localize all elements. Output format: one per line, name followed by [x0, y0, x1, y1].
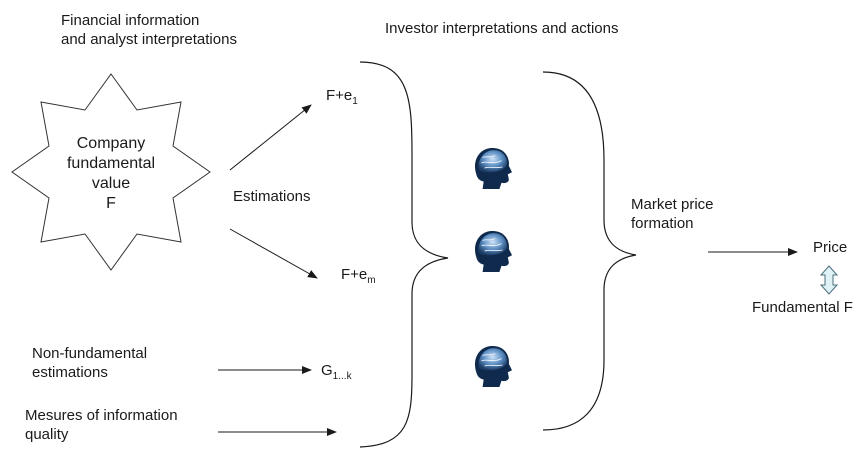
first-estimate-label: F+e1 [326, 86, 358, 107]
company-value-line: fundamental [66, 155, 156, 172]
last-estimate-label: F+em [341, 265, 376, 286]
estimate-subscript: m [367, 275, 376, 286]
right-header: Investor interpretations and actions [385, 20, 619, 37]
g-symbol-base: G [321, 362, 333, 379]
price-fundamental-double-arrow [819, 265, 839, 295]
market-price-label: Market price formation [631, 195, 714, 233]
left-header-line: Financial information [61, 12, 200, 29]
company-value-line: F [106, 195, 116, 212]
company-value-line: Company [76, 135, 146, 152]
company-value-label: Company fundamental value F [56, 134, 166, 214]
info-quality-line: quality [25, 426, 69, 443]
g-symbol-subscript: 1...k [332, 371, 352, 382]
estimate-base: F+e [326, 87, 353, 104]
investor-head-icon [474, 345, 513, 388]
g-symbol-label: G1...k [321, 361, 352, 382]
investor-head-icon [474, 230, 513, 273]
estimate-base: F+e [341, 266, 368, 283]
left-header: Financial information and analyst interp… [61, 11, 237, 49]
info-quality-label: Mesures of information quality [25, 406, 178, 444]
company-value-line: value [91, 175, 131, 192]
market-price-line: formation [631, 215, 694, 232]
price-label: Price [813, 239, 848, 256]
non-fundamental-line: Non-fundamental [32, 345, 148, 362]
estimate-subscript: 1 [352, 96, 358, 107]
non-fundamental-label: Non-fundamental estimations [32, 344, 147, 382]
investor-head-icon [474, 147, 513, 190]
market-price-line: Market price [631, 196, 714, 213]
arrow-to-last-estimate [229, 228, 318, 279]
non-fundamental-line: estimations [32, 364, 108, 381]
estimates-brace [359, 61, 449, 448]
arrow-to-first-estimate [229, 104, 312, 171]
left-header-line: and analyst interpretations [61, 31, 237, 48]
info-quality-line: Mesures of information [25, 407, 178, 424]
fundamental-label: Fundamental F [752, 299, 853, 316]
company-value-star [11, 73, 211, 271]
estimations-label: Estimations [233, 188, 311, 205]
investors-brace [542, 71, 637, 431]
